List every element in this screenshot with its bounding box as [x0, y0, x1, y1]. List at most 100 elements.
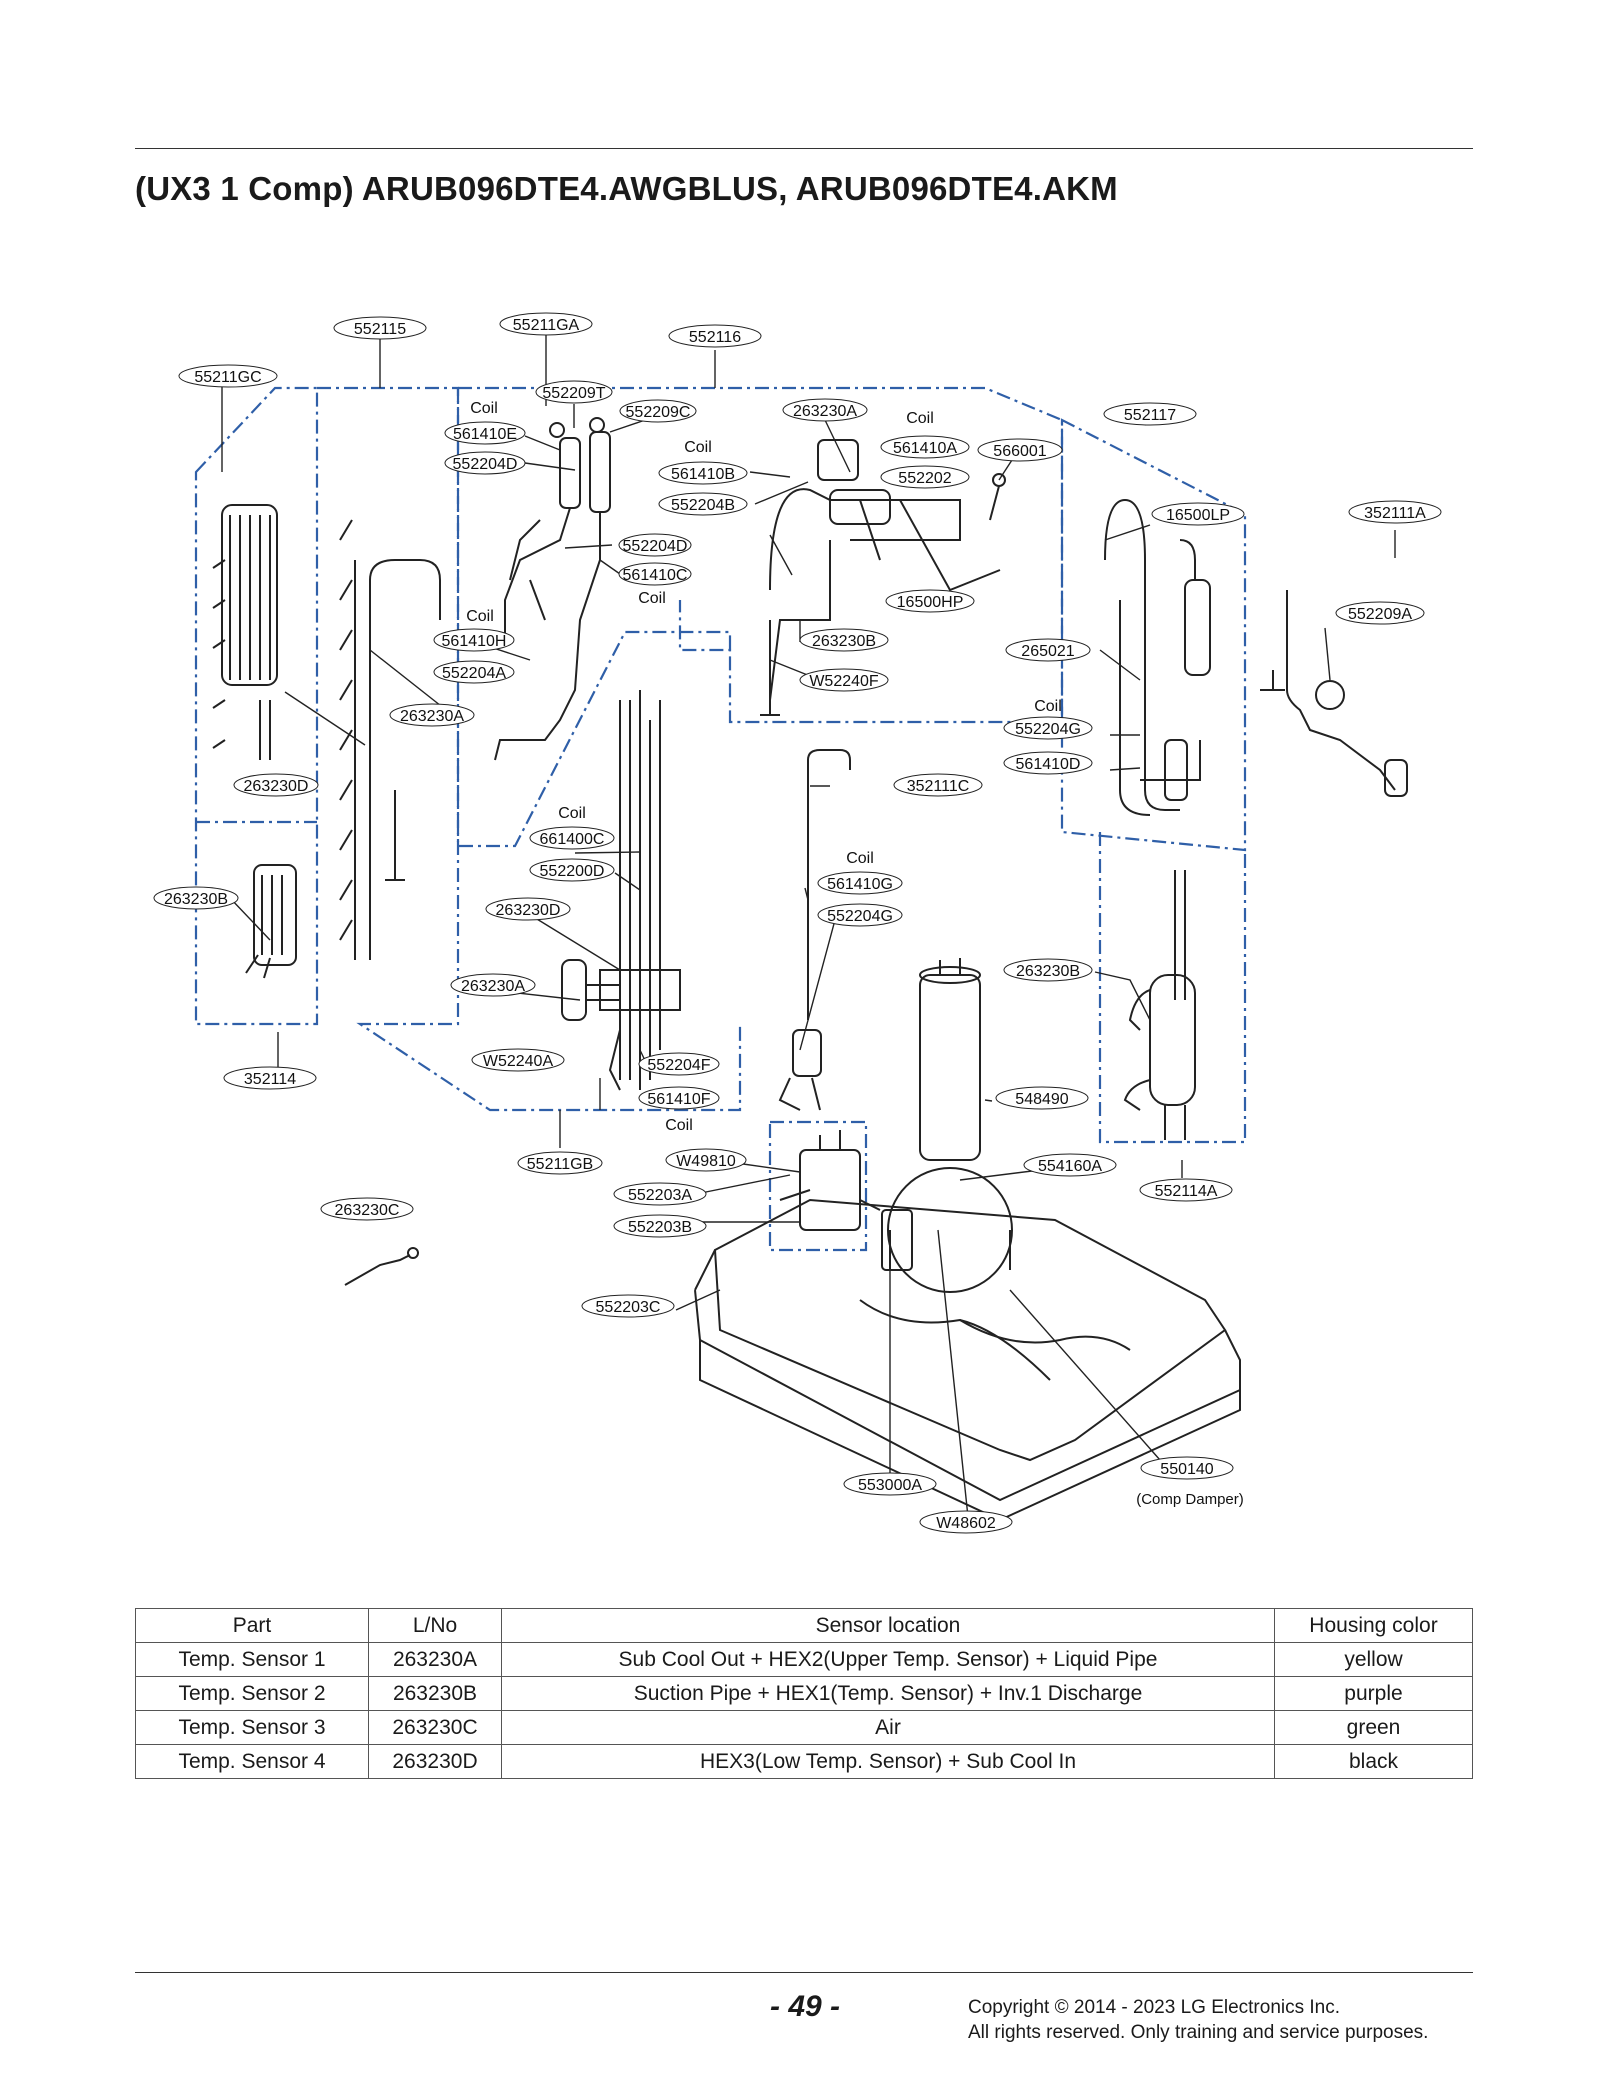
coil-label: Coil [846, 850, 874, 867]
component-art [212, 417, 1408, 1522]
callout-552204A: 552204A [433, 660, 515, 684]
copyright-line: All rights reserved. Only training and s… [968, 2022, 1429, 2043]
callout-552200D: 552200D [529, 858, 615, 882]
callout-552117: 552117 [1103, 402, 1197, 426]
table-cell: 263230A [368, 1642, 502, 1677]
callout-263230C: 263230C [320, 1197, 414, 1221]
callout-552209A: 552209A [1335, 601, 1425, 625]
callout-561410A: 561410A [880, 435, 970, 459]
callout-label: 55211GB [527, 1156, 593, 1173]
callout-label: 263230C [335, 1202, 400, 1219]
callout-label: 561410F [647, 1091, 710, 1108]
callout-label: 553000A [858, 1477, 922, 1494]
expansion-valve-right [1260, 590, 1408, 797]
column-header: Housing color [1274, 1608, 1473, 1643]
callout-548490: 548490 [995, 1086, 1089, 1110]
callout-label: 561410B [671, 466, 735, 483]
table-cell: 263230C [368, 1710, 502, 1745]
callout-label: 16500LP [1166, 507, 1230, 524]
callout-label: W49810 [676, 1153, 736, 1170]
coil-label: Coil [684, 439, 712, 456]
callout-552204B: 552204B [658, 492, 748, 516]
callout-352114: 352114 [223, 1066, 317, 1090]
callout-label: 552204D [623, 538, 688, 555]
callout-352111C: 352111C [893, 773, 983, 797]
outline-upper-valves [456, 388, 732, 848]
callout-label: 552204G [827, 908, 893, 925]
air-sensor [344, 1247, 419, 1286]
callout-label: 552203A [628, 1187, 692, 1204]
callout-561410C: 561410C [618, 562, 692, 586]
table-cell: purple [1274, 1676, 1473, 1711]
coil-label: Coil [906, 410, 934, 427]
outline-heat-exchanger-left [194, 386, 319, 1026]
callout-label: 552203B [628, 1219, 692, 1236]
callout-label: 552209T [542, 385, 605, 402]
callout-561410D: 561410D [1003, 751, 1093, 775]
callouts: 552115 55211GA 552116 55211GC 552209T 55… [153, 312, 1442, 1534]
callout-label: 552209A [1348, 606, 1412, 623]
callout-label: 352111A [1364, 505, 1426, 522]
callout-label: 552204A [442, 665, 506, 682]
callout-552202: 552202 [880, 465, 970, 489]
column-header: L/No [368, 1608, 502, 1643]
comp-damper-note: (Comp Damper) [1136, 1491, 1244, 1508]
callout-label: 661400C [540, 831, 605, 848]
callout-55211GA: 55211GA [499, 312, 593, 336]
callout-552115: 552115 [333, 316, 427, 340]
callout-552116: 552116 [668, 324, 762, 348]
callout-263230D-mid: 263230D [485, 897, 571, 921]
page-number: - 49 - [770, 1990, 841, 2023]
callout-552203A: 552203A [613, 1182, 707, 1206]
table-cell: Temp. Sensor 1 [135, 1642, 369, 1677]
coil-label: Coil [558, 805, 586, 822]
callout-263230A-left: 263230A [389, 703, 475, 727]
middle-piping-bundle [561, 690, 681, 1091]
callout-label: 552114A [1155, 1183, 1218, 1200]
callout-552204D-mid: 552204D [618, 533, 692, 557]
callout-552209C: 552209C [619, 399, 697, 423]
oil-separator-loop [1104, 498, 1211, 816]
table-row: Temp. Sensor 3 263230C Air green [135, 1710, 1473, 1745]
table-cell: Temp. Sensor 3 [135, 1710, 369, 1745]
callout-label: 263230B [1016, 963, 1080, 980]
column-header: Part [135, 1608, 369, 1643]
callout-label: 552116 [689, 329, 741, 346]
column-header: Sensor location [501, 1608, 1275, 1643]
table-cell: Temp. Sensor 2 [135, 1676, 369, 1711]
callout-label: 16500HP [897, 594, 964, 611]
table-cell: Temp. Sensor 4 [135, 1744, 369, 1779]
callout-566001: 566001 [977, 438, 1063, 462]
page-title: (UX3 1 Comp) ARUB096DTE4.AWGBLUS, ARUB09… [135, 170, 1118, 207]
callout-W49810: W49810 [665, 1148, 747, 1172]
callout-552209T: 552209T [535, 380, 613, 404]
callout-263230D-left: 263230D [233, 773, 319, 797]
top-rule [135, 148, 1473, 149]
callout-263230A-mid: 263230A [450, 973, 536, 997]
callout-263230B-right: 263230B [1003, 958, 1093, 982]
callout-554160A: 554160A [1023, 1153, 1117, 1177]
callout-352111A: 352111A [1348, 500, 1442, 524]
coil-label: Coil [638, 590, 666, 607]
callout-label: 550140 [1160, 1461, 1213, 1478]
callout-label: 552117 [1124, 407, 1176, 424]
callout-label: 263230D [496, 902, 561, 919]
callout-label: 552204G [1015, 721, 1081, 738]
callout-label: 552115 [354, 321, 406, 338]
table-cell: green [1274, 1710, 1473, 1745]
callout-552203B: 552203B [613, 1214, 707, 1238]
sensor-table: Part L/No Sensor location Housing color … [135, 1608, 1473, 1779]
callout-label: 55211GC [194, 369, 261, 386]
callout-561410H: 561410H [433, 628, 515, 652]
exploded-parts-diagram: 552115 55211GA 552116 55211GC 552209T 55… [153, 312, 1442, 1534]
callout-552204G-right: 552204G [1003, 716, 1093, 740]
callout-552203C: 552203C [581, 1294, 675, 1318]
accumulator-tank [1123, 870, 1196, 1140]
heat-exchanger-coil-1 [212, 504, 278, 760]
callout-label: 561410A [893, 440, 957, 457]
callout-661400C: 661400C [529, 826, 615, 850]
callout-55211GB: 55211GB [517, 1151, 603, 1175]
coil-label: Coil [1034, 698, 1062, 715]
callout-label: 552204F [647, 1057, 710, 1074]
callout-W52240A: W52240A [471, 1048, 565, 1072]
